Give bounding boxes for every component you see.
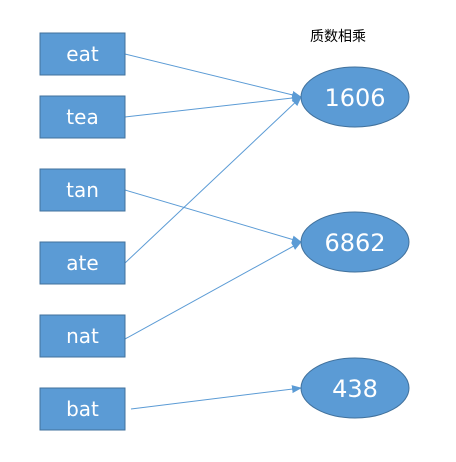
word-box-bat: bat (39, 387, 126, 431)
arrows-layer (124, 53, 302, 410)
word-box-ate: ate (39, 241, 126, 285)
arrow-eat-to-1606 (124, 53, 302, 99)
product-node-1606: 1606 (300, 66, 410, 128)
word-box-eat: eat (39, 32, 126, 76)
arrow-tea-to-1606 (124, 94, 302, 118)
word-label-tea: tea (66, 105, 98, 129)
word-box-tea: tea (39, 95, 126, 139)
word-label-eat: eat (66, 42, 99, 66)
word-label-bat: bat (66, 397, 99, 421)
product-label-438: 438 (332, 375, 378, 403)
word-box-tan: tan (39, 168, 126, 212)
word-box-nat: nat (39, 314, 126, 358)
word-label-tan: tan (66, 178, 99, 202)
arrow-tan-to-6862 (124, 189, 302, 244)
arrow-ate-to-1606 (124, 96, 302, 264)
arrow-nat-to-6862 (124, 241, 302, 340)
arrow-bat-to-438 (130, 385, 302, 410)
product-node-438: 438 (300, 357, 410, 419)
product-node-6862: 6862 (300, 211, 410, 273)
product-label-1606: 1606 (324, 84, 385, 112)
word-label-nat: nat (66, 324, 99, 348)
diagram-title: 质数相乘 (310, 29, 366, 45)
word-label-ate: ate (66, 251, 98, 275)
product-label-6862: 6862 (324, 229, 385, 257)
